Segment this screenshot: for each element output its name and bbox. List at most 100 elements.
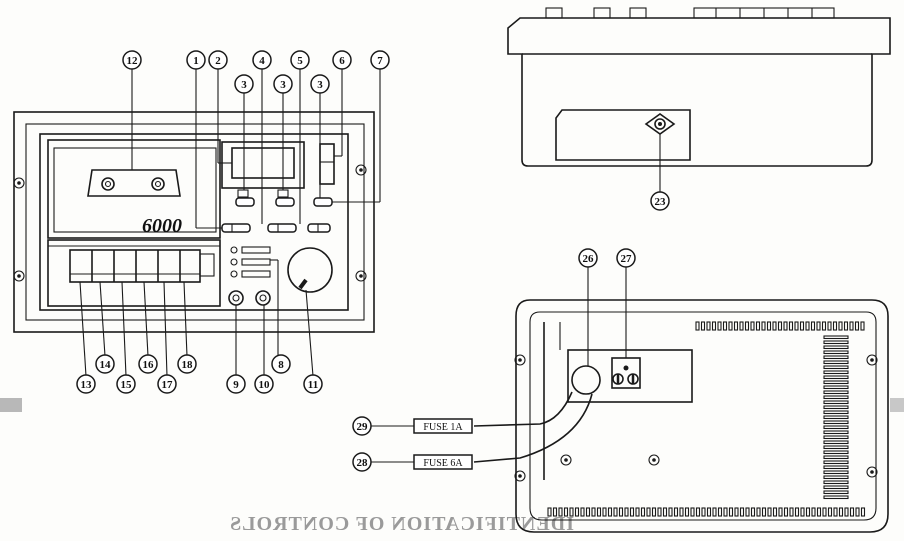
- front-panel: 6000: [13, 50, 390, 394]
- vent-slot: [823, 470, 849, 475]
- vent-slot: [728, 321, 733, 331]
- vent-slot: [823, 490, 849, 495]
- side-chassis: [507, 17, 891, 167]
- volume-knob[interactable]: [287, 247, 333, 293]
- vent-slot: [799, 321, 805, 331]
- button-5[interactable]: [307, 223, 331, 233]
- vent-slot: [778, 507, 783, 517]
- vent-slot: [662, 507, 668, 517]
- svg-text:7: 7: [377, 55, 383, 67]
- vent-slot: [823, 450, 849, 455]
- vent-slot: [860, 321, 865, 331]
- vent-slot: [706, 321, 711, 331]
- vent-slot: [823, 430, 849, 435]
- vent-slot: [823, 345, 849, 350]
- vent-slot: [766, 321, 772, 331]
- vent-slot: [823, 395, 849, 400]
- vent-slot: [739, 321, 744, 331]
- power-switch[interactable]: [319, 143, 335, 185]
- vent-slot: [733, 321, 739, 331]
- svg-text:4: 4: [259, 55, 265, 67]
- rear-vents-top: [695, 321, 865, 331]
- button-1[interactable]: [221, 223, 251, 233]
- vent-slot: [767, 507, 772, 517]
- vent-slot: [706, 507, 712, 517]
- vent-slot: [854, 321, 860, 331]
- fuse-6a-label: FUSE 6A: [423, 458, 463, 469]
- svg-text:16: 16: [143, 359, 155, 371]
- power-module: [567, 349, 693, 403]
- vent-slot: [823, 465, 849, 470]
- vent-slot: [833, 507, 838, 517]
- vent-slot: [823, 455, 849, 460]
- vent-slot: [695, 321, 700, 331]
- svg-text:23: 23: [655, 196, 667, 208]
- fuse-wire-1: [473, 391, 573, 427]
- rear-outer: [515, 299, 889, 533]
- transport-keys: [69, 249, 215, 283]
- mirrored-footer-group: IDENTIFICATION OF CONTROLS: [229, 513, 574, 535]
- svg-text:13: 13: [81, 379, 93, 391]
- vent-slot: [823, 380, 849, 385]
- vent-slot: [563, 507, 569, 517]
- vent-slot: [657, 507, 662, 517]
- vent-slot: [651, 507, 657, 517]
- antenna-socket[interactable]: [644, 113, 676, 135]
- rear-panel: FUSE 1A FUSE 6A 26 27 29 28: [352, 248, 889, 533]
- front-panel-face: [39, 133, 349, 311]
- button-3b[interactable]: [275, 197, 295, 207]
- callout-23: 23: [650, 191, 670, 211]
- jack-10[interactable]: [255, 290, 271, 306]
- vent-slot: [602, 507, 607, 517]
- vent-slot: [849, 507, 855, 517]
- svg-text:11: 11: [308, 379, 318, 391]
- front-inner-frame: [25, 123, 365, 321]
- fuse-1a-label: FUSE 1A: [423, 422, 463, 433]
- vent-slot: [783, 321, 788, 331]
- callout-11: 11: [303, 374, 323, 394]
- vent-slot: [750, 321, 755, 331]
- button-3a[interactable]: [235, 197, 255, 207]
- vent-slot: [734, 507, 739, 517]
- vent-slot: [823, 360, 849, 365]
- vent-slot: [580, 507, 585, 517]
- vent-slot: [823, 355, 849, 360]
- vent-slot: [789, 507, 794, 517]
- top-knobs: [545, 7, 835, 19]
- vent-slot: [618, 507, 624, 517]
- callout-13: 13: [76, 374, 96, 394]
- vent-slot: [823, 350, 849, 355]
- svg-text:2: 2: [215, 55, 221, 67]
- svg-text:8: 8: [278, 359, 284, 371]
- vent-slot: [794, 321, 799, 331]
- callout-14: 14: [95, 354, 115, 374]
- cassette-reel-right: [151, 177, 165, 191]
- cassette-door-inner: [53, 147, 217, 233]
- vent-slot: [777, 321, 783, 331]
- button-4[interactable]: [267, 223, 297, 233]
- svg-text:29: 29: [357, 421, 369, 433]
- vent-slot: [788, 321, 794, 331]
- svg-text:1: 1: [193, 55, 199, 67]
- model-label: 6000: [142, 215, 182, 237]
- vent-slot: [629, 507, 635, 517]
- front-screws: [13, 164, 367, 282]
- vent-slot: [624, 507, 629, 517]
- fuse-holder[interactable]: [571, 365, 601, 395]
- vent-slot: [823, 390, 849, 395]
- antenna-panel: [555, 109, 691, 161]
- vent-slot: [800, 507, 805, 517]
- vent-slot: [849, 321, 854, 331]
- svg-text:12: 12: [127, 55, 139, 67]
- vent-slot: [711, 321, 717, 331]
- front-outer-frame: [13, 111, 375, 333]
- jack-9[interactable]: [228, 290, 244, 306]
- vent-slot: [717, 321, 722, 331]
- button-3c[interactable]: [313, 197, 333, 207]
- vent-slot: [823, 365, 849, 370]
- vent-slot: [585, 507, 591, 517]
- side-view: 23: [507, 7, 891, 211]
- vent-slot: [607, 507, 613, 517]
- vent-slot: [823, 405, 849, 410]
